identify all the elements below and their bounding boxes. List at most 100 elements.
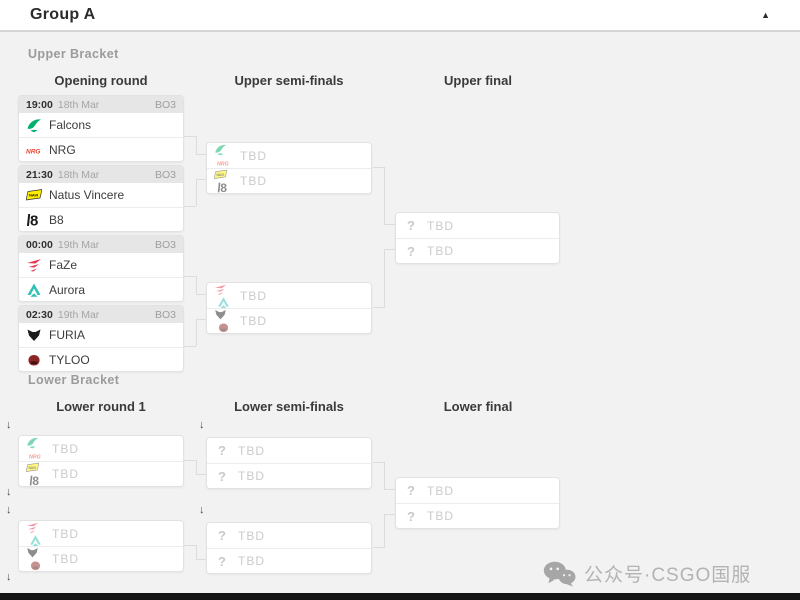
match-time: 19:00: [26, 98, 53, 111]
bracket-connector: [184, 136, 196, 137]
team-row: Natus Vincere: [19, 183, 183, 207]
lower-semifinal-2-card[interactable]: ? TBD ? TBD: [206, 522, 372, 574]
b8-logo-icon: [29, 474, 42, 487]
tbd-label: TBD: [427, 218, 454, 233]
column-header-lower-semifinals: Lower semi-finals: [234, 399, 344, 414]
bracket-connector: [384, 167, 385, 224]
tbd-label: TBD: [427, 509, 454, 523]
bracket-connector: [184, 460, 196, 461]
watermark-text: 公众号·CSGO国服: [584, 565, 752, 586]
faze-logo-icon: [214, 283, 227, 296]
navi-logo-icon: [26, 187, 42, 203]
tbd-label: TBD: [427, 483, 454, 498]
furia-tyloo-candidate-logos: [214, 309, 232, 333]
match-date: 19th Mar: [57, 238, 100, 251]
drop-down-arrow-icon: ↓: [199, 419, 205, 431]
tbd-label: TBD: [427, 244, 454, 258]
bracket-connector: [384, 249, 395, 250]
furia-logo-icon: [26, 546, 39, 559]
tbd-label: TBD: [52, 552, 79, 566]
faze-logo-icon: [26, 521, 39, 534]
furia-tyloo-candidate-logos: [26, 547, 44, 571]
lower-round1-card-1[interactable]: TBD TBD: [18, 435, 184, 487]
unknown-team-icon: ?: [407, 508, 415, 524]
tbd-label: TBD: [52, 441, 79, 456]
faze-aurora-candidate-logos: [26, 522, 44, 546]
lower-final-card[interactable]: ? TBD ? TBD: [395, 477, 560, 529]
column-header-opening-round: Opening round: [54, 73, 148, 88]
tbd-label: TBD: [238, 443, 265, 458]
tbd-label: TBD: [240, 148, 267, 163]
match-card-falcons-nrg[interactable]: 19:00 18th Mar BO3 Falcons NRG: [18, 95, 184, 162]
tbd-label: TBD: [52, 467, 79, 481]
team-row: NRG: [19, 137, 183, 161]
tbd-slot: ? TBD: [207, 463, 371, 488]
wechat-icon: [542, 560, 576, 587]
collapse-chevron-up-icon[interactable]: ▲: [761, 10, 770, 20]
unknown-team-icon: ?: [407, 218, 415, 233]
match-date: 18th Mar: [57, 168, 100, 181]
bracket-connector: [184, 346, 196, 347]
column-header-upper-final: Upper final: [444, 73, 512, 88]
match-header: 19:00 18th Mar BO3: [19, 96, 183, 113]
bracket-connector: [384, 489, 395, 490]
unknown-team-icon: ?: [218, 468, 226, 484]
aurora-logo-icon: [26, 282, 42, 298]
tbd-slot: ? TBD: [207, 548, 371, 573]
falcons-logo-icon: [214, 143, 227, 156]
drop-down-arrow-icon: ↓: [199, 504, 205, 516]
drop-down-arrow-icon: ↓: [6, 571, 12, 583]
lower-semifinal-1-card[interactable]: ? TBD ? TBD: [206, 437, 372, 489]
upper-semifinal-1-card[interactable]: TBD TBD: [206, 142, 372, 194]
team-name: Natus Vincere: [49, 188, 125, 202]
tyloo-logo-icon: [26, 352, 42, 368]
match-card-furia-tyloo[interactable]: 02:30 19th Mar BO3 FURIA TYLOO: [18, 305, 184, 372]
tbd-label: TBD: [240, 314, 267, 328]
bottom-bar: [0, 593, 800, 600]
tbd-slot: ? TBD: [396, 213, 559, 238]
faze-aurora-candidate-logos: [214, 284, 232, 308]
drop-down-arrow-icon: ↓: [6, 486, 12, 498]
falcons-logo-icon: [26, 117, 42, 133]
team-row: TYLOO: [19, 347, 183, 371]
upper-bracket-label: Upper Bracket: [28, 47, 119, 61]
bracket-connector: [373, 547, 385, 548]
bracket-connector: [196, 545, 197, 559]
tyloo-logo-icon: [217, 321, 230, 334]
bracket-connector: [196, 179, 197, 206]
team-name: FURIA: [49, 328, 85, 342]
match-card-navi-b8[interactable]: 21:30 18th Mar BO3 Natus Vincere B8: [18, 165, 184, 232]
match-time: 00:00: [26, 238, 53, 251]
tbd-slot: ? TBD: [396, 478, 559, 503]
unknown-team-icon: ?: [407, 243, 415, 259]
tbd-label: TBD: [52, 526, 79, 541]
upper-semifinal-2-card[interactable]: TBD TBD: [206, 282, 372, 334]
unknown-team-icon: ?: [218, 528, 226, 543]
bracket-connector: [196, 319, 197, 346]
group-header-bar[interactable]: Group A ▲: [0, 0, 800, 32]
bracket-connector: [196, 474, 206, 475]
bracket-connector: [373, 167, 385, 168]
upper-final-card[interactable]: ? TBD ? TBD: [395, 212, 560, 264]
bracket-connector: [373, 307, 385, 308]
match-card-faze-aurora[interactable]: 00:00 19th Mar BO3 FaZe Aurora: [18, 235, 184, 302]
aurora-logo-icon: [29, 534, 42, 547]
tbd-label: TBD: [238, 469, 265, 483]
bracket-connector: [384, 514, 385, 548]
match-date: 19th Mar: [57, 308, 100, 321]
match-header: 02:30 19th Mar BO3: [19, 306, 183, 323]
match-time: 02:30: [26, 308, 53, 321]
lower-round1-card-2[interactable]: TBD TBD: [18, 520, 184, 572]
bracket-connector: [384, 249, 385, 307]
bracket-connector: [196, 460, 197, 474]
tbd-label: TBD: [238, 528, 265, 543]
navi-b8-candidate-logos: [214, 169, 232, 193]
bracket-connector: [384, 224, 395, 225]
nrg-logo-icon: [217, 156, 230, 169]
unknown-team-icon: ?: [218, 553, 226, 569]
team-name: Aurora: [49, 282, 86, 297]
bracket-connector: [384, 462, 385, 490]
lower-bracket-label: Lower Bracket: [28, 373, 120, 387]
team-row: FURIA: [19, 323, 183, 347]
team-name: FaZe: [49, 258, 78, 272]
